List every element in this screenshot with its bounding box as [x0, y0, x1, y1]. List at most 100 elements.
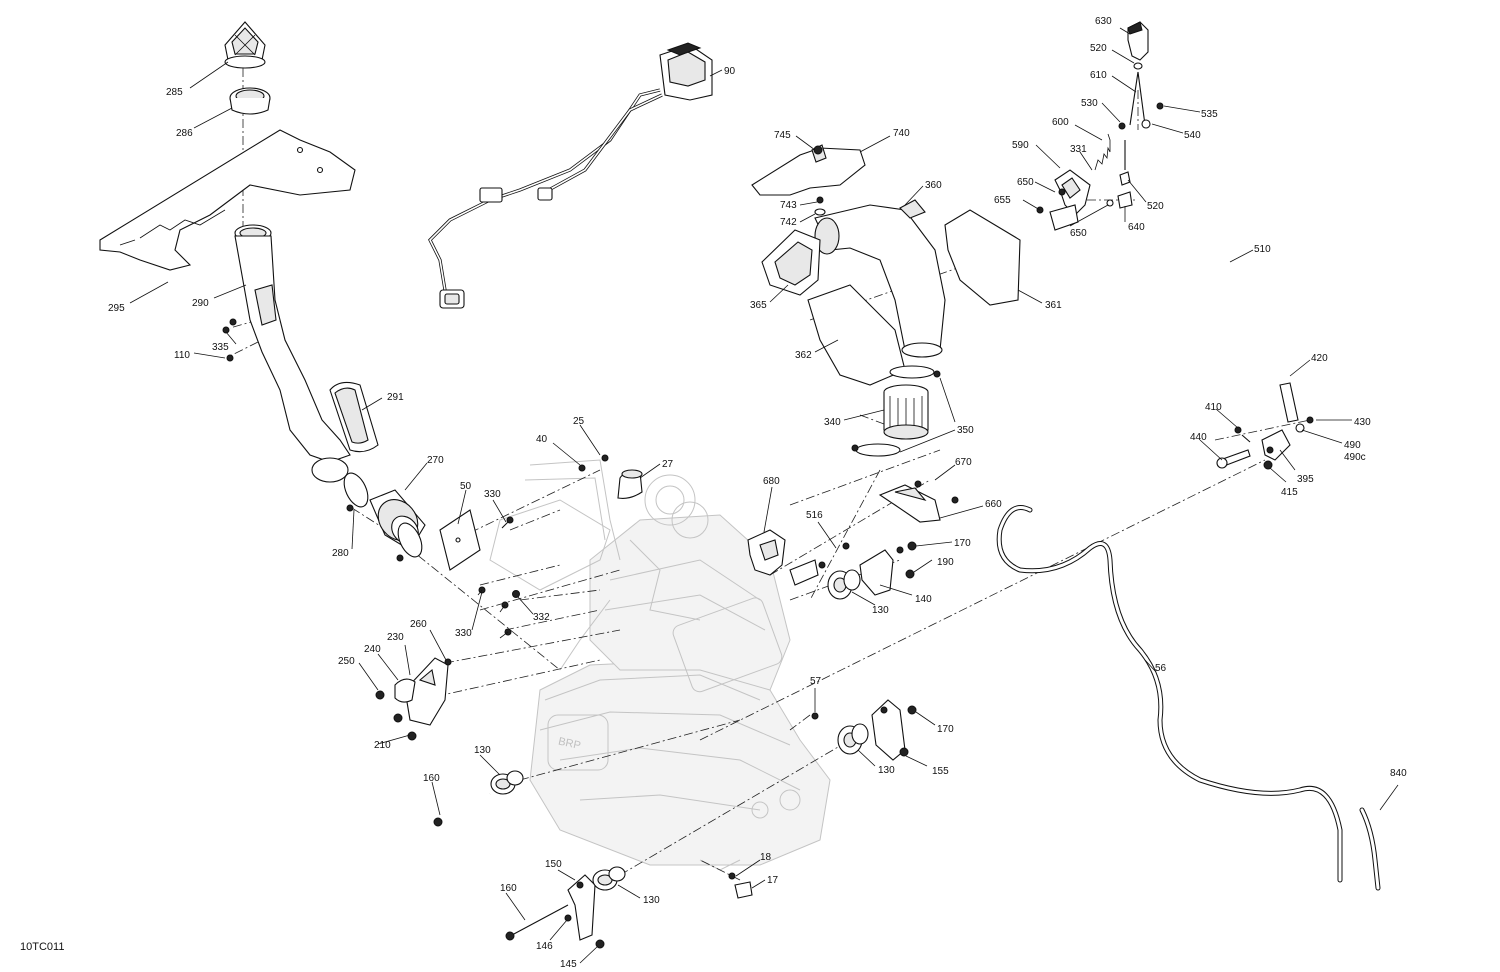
label-680: 680 [763, 476, 780, 487]
label-395: 395 [1297, 474, 1314, 485]
label-510: 510 [1254, 244, 1271, 255]
label-361: 361 [1045, 300, 1062, 311]
label-840: 840 [1390, 768, 1407, 779]
label-340: 340 [824, 417, 841, 428]
label-170-b: 170 [954, 538, 971, 549]
part-660-bracket [878, 480, 959, 523]
label-56: 56 [1155, 663, 1167, 674]
label-520-a: 520 [1090, 43, 1107, 54]
label-250: 250 [338, 656, 355, 667]
label-743: 743 [780, 200, 797, 211]
mount-assembly-260 [375, 657, 452, 741]
label-27: 27 [662, 459, 674, 470]
label-520-b: 520 [1147, 201, 1164, 212]
part-290-intake-duct [234, 224, 351, 483]
label-610: 610 [1090, 70, 1107, 81]
label-40: 40 [536, 434, 548, 445]
part-56-hose [996, 505, 1343, 883]
label-415: 415 [1281, 487, 1298, 498]
reference-code: 10TC011 [20, 941, 64, 953]
part-610-lever [1118, 71, 1164, 130]
label-155: 155 [932, 766, 949, 777]
part-590-gate [1036, 169, 1133, 231]
label-742: 742 [780, 217, 797, 228]
label-160-a: 160 [423, 773, 440, 784]
label-655: 655 [994, 195, 1011, 206]
label-590: 590 [1012, 140, 1029, 151]
part-840-hose [1359, 807, 1381, 891]
label-540: 540 [1184, 130, 1201, 141]
part-285-filter-cap [224, 21, 266, 69]
label-670: 670 [955, 457, 972, 468]
part-420-sleeve [1279, 382, 1299, 423]
label-630: 630 [1095, 16, 1112, 27]
callout-labels: 285 286 295 290 335 110 291 270 280 50 3… [108, 16, 1407, 970]
label-362: 362 [795, 350, 812, 361]
fitting-18-17 [728, 872, 753, 899]
label-50: 50 [460, 481, 472, 492]
label-145: 145 [560, 959, 577, 970]
label-332: 332 [533, 612, 550, 623]
label-291: 291 [387, 392, 404, 403]
label-440: 440 [1190, 432, 1207, 443]
label-190: 190 [937, 557, 954, 568]
part-340-filter [883, 384, 929, 440]
label-650-b: 650 [1070, 228, 1087, 239]
label-90: 90 [724, 66, 736, 77]
label-150: 150 [545, 859, 562, 870]
label-420: 420 [1311, 353, 1328, 364]
label-330-a: 330 [484, 489, 501, 500]
label-270: 270 [427, 455, 444, 466]
part-395-linkage [1216, 416, 1314, 470]
label-640: 640 [1128, 222, 1145, 233]
label-290: 290 [192, 298, 209, 309]
label-660: 660 [985, 499, 1002, 510]
part-365-cover [761, 229, 821, 296]
label-160-b: 160 [500, 883, 517, 894]
label-330-b: 330 [455, 628, 472, 639]
mount-150-bracket [505, 866, 626, 949]
label-600: 600 [1052, 117, 1069, 128]
label-130-b: 130 [643, 895, 660, 906]
label-130-d: 130 [872, 605, 889, 616]
svg-text:BRP: BRP [557, 736, 582, 752]
label-230: 230 [387, 632, 404, 643]
label-130-c: 130 [878, 765, 895, 776]
part-510-rod [1146, 128, 1285, 372]
leader-lines [129, 27, 1399, 964]
part-295-heat-shield [99, 129, 356, 271]
part-286-clamp [229, 87, 271, 115]
part-740-bracket [751, 144, 866, 216]
part-27-fitting [617, 469, 643, 499]
label-260: 260 [410, 619, 427, 630]
label-740: 740 [893, 128, 910, 139]
part-362-shield [807, 284, 906, 386]
label-286: 286 [176, 128, 193, 139]
label-140: 140 [915, 594, 932, 605]
mount-130-140 [827, 541, 917, 600]
label-490c: 490c [1344, 452, 1366, 463]
label-745: 745 [774, 130, 791, 141]
label-350: 350 [957, 425, 974, 436]
label-285: 285 [166, 87, 183, 98]
label-280: 280 [332, 548, 349, 559]
label-18: 18 [760, 852, 772, 863]
label-25: 25 [573, 416, 585, 427]
part-291-elbow [329, 381, 379, 453]
label-240: 240 [364, 644, 381, 655]
label-650-a: 650 [1017, 177, 1034, 188]
part-680-bracket [747, 529, 850, 586]
label-360: 360 [925, 180, 942, 191]
label-335: 335 [212, 342, 229, 353]
label-516: 516 [806, 510, 823, 521]
bolt-160-upper [433, 793, 491, 827]
part-600-spring [1094, 133, 1126, 171]
part-90-harness [428, 42, 713, 309]
label-430: 430 [1354, 417, 1371, 428]
label-110: 110 [174, 350, 190, 361]
label-410: 410 [1205, 402, 1222, 413]
part-350-clamps [851, 365, 941, 457]
part-280-clamps [343, 472, 423, 562]
label-331: 331 [1070, 144, 1087, 155]
